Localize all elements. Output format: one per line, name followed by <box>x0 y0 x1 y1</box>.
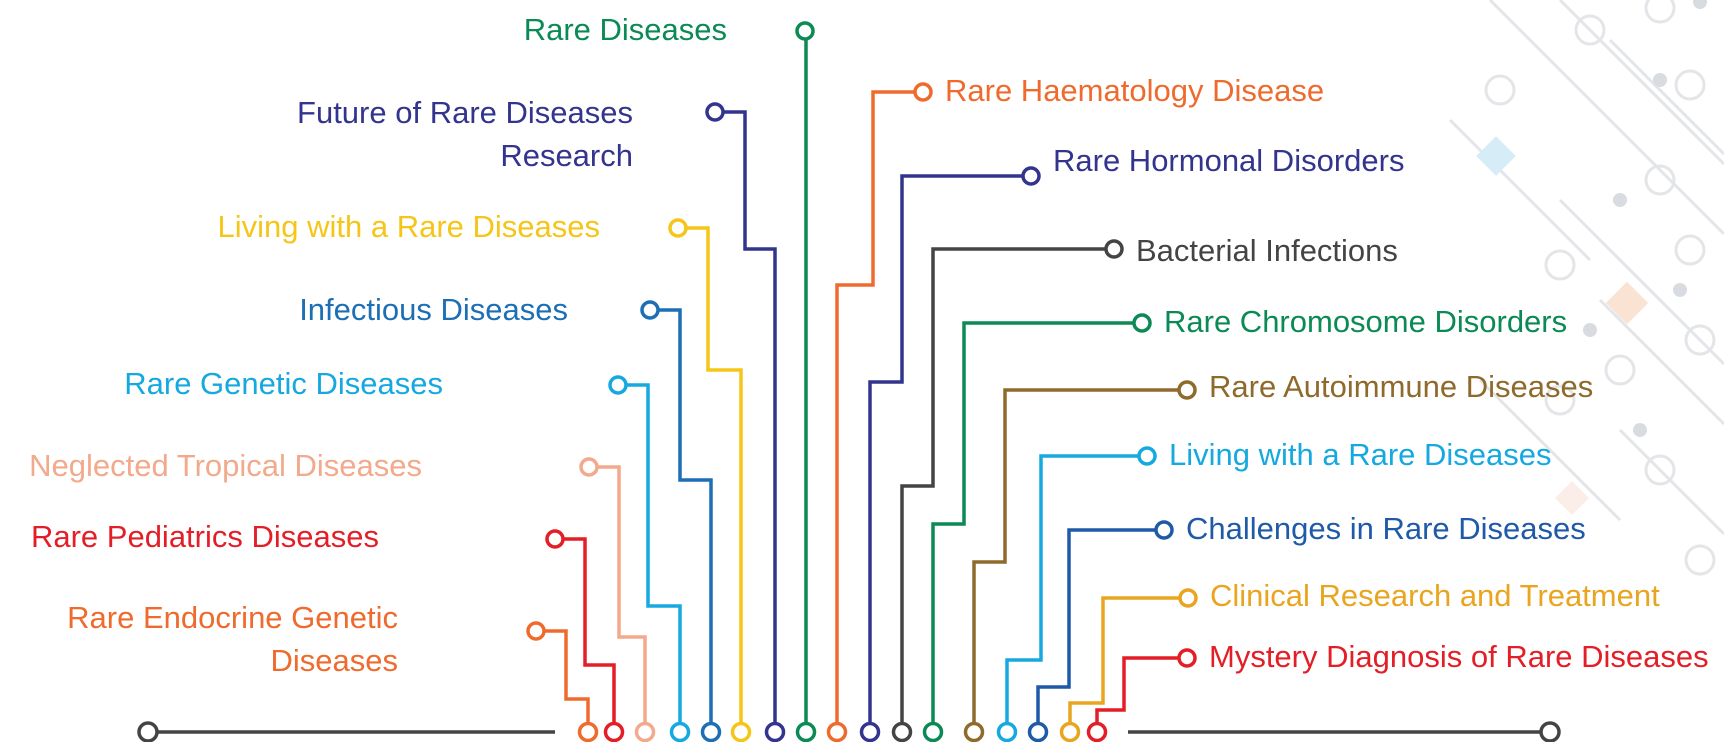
topic-label-right-0: Rare Haematology Disease <box>945 69 1324 112</box>
connector-end-node-left-1 <box>707 104 723 120</box>
topic-label-right-3: Rare Chromosome Disorders <box>1164 300 1567 343</box>
connector-base-node-right-6 <box>1030 724 1047 741</box>
topic-label-left-6: Rare Pediatrics Diseases <box>31 515 379 558</box>
connector-base-node-right-7 <box>1062 724 1079 741</box>
topic-label-line: Rare Hormonal Disorders <box>1053 139 1404 182</box>
connector-right-4 <box>974 390 1179 722</box>
topic-label-right-2: Bacterial Infections <box>1136 229 1398 272</box>
connector-left-5 <box>597 467 645 722</box>
topic-label-line: Clinical Research and Treatment <box>1210 574 1660 617</box>
topic-label-left-4: Rare Genetic Diseases <box>124 362 443 405</box>
connector-end-node-right-1 <box>1023 168 1039 184</box>
connector-base-node-left-0 <box>798 724 815 741</box>
topic-label-right-4: Rare Autoimmune Diseases <box>1209 365 1593 408</box>
topic-label-line: Mystery Diagnosis of Rare Diseases <box>1209 635 1709 678</box>
connector-left-0 <box>806 31 813 722</box>
topic-label-right-1: Rare Hormonal Disorders <box>1053 139 1404 182</box>
topic-label-line: Rare Chromosome Disorders <box>1164 300 1567 343</box>
connector-left-3 <box>658 310 711 722</box>
connector-left-7 <box>544 631 588 722</box>
topic-label-right-8: Mystery Diagnosis of Rare Diseases <box>1209 635 1709 678</box>
topic-label-line: Rare Pediatrics Diseases <box>31 515 379 558</box>
connector-base-node-left-4 <box>672 724 689 741</box>
topic-label-line: Infectious Diseases <box>299 288 568 331</box>
topic-label-line: Future of Rare Diseases <box>297 91 633 134</box>
connector-base-node-right-8 <box>1089 724 1106 741</box>
connector-left-4 <box>626 385 680 722</box>
connector-end-node-left-6 <box>547 531 563 547</box>
connector-end-node-right-8 <box>1179 650 1195 666</box>
topic-label-line: Neglected Tropical Diseases <box>29 444 422 487</box>
topic-label-line: Living with a Rare Diseases <box>217 205 600 248</box>
connector-left-2 <box>686 228 741 722</box>
connector-end-node-left-3 <box>642 302 658 318</box>
topic-label-line: Bacterial Infections <box>1136 229 1398 272</box>
connector-end-node-left-0 <box>797 23 813 39</box>
connector-base-node-left-2 <box>733 724 750 741</box>
baseline-left-end-node <box>139 723 157 741</box>
connector-base-node-right-2 <box>894 724 911 741</box>
connector-end-node-left-4 <box>610 377 626 393</box>
connector-base-node-right-5 <box>999 724 1016 741</box>
topic-label-right-6: Challenges in Rare Diseases <box>1186 507 1586 550</box>
connector-right-8 <box>1097 658 1179 722</box>
connector-end-node-right-6 <box>1156 522 1172 538</box>
connector-base-node-right-1 <box>862 724 879 741</box>
connector-end-node-left-7 <box>528 623 544 639</box>
connector-base-node-left-6 <box>606 724 623 741</box>
connector-end-node-right-5 <box>1139 448 1155 464</box>
topic-label-line: Rare Haematology Disease <box>945 69 1324 112</box>
connector-base-node-right-0 <box>829 724 846 741</box>
connector-end-node-right-2 <box>1106 241 1122 257</box>
topic-label-line: Rare Genetic Diseases <box>124 362 443 405</box>
topic-label-line: Diseases <box>67 639 398 682</box>
topic-label-line: Living with a Rare Diseases <box>1169 433 1552 476</box>
connector-base-node-right-4 <box>966 724 983 741</box>
topic-label-left-0: Rare Diseases <box>524 8 727 51</box>
topic-label-line: Rare Autoimmune Diseases <box>1209 365 1593 408</box>
circuit-background-decoration <box>1450 0 1724 574</box>
connector-right-6 <box>1038 530 1156 722</box>
connector-base-node-left-1 <box>767 724 784 741</box>
connector-end-node-right-0 <box>915 84 931 100</box>
topic-label-left-5: Neglected Tropical Diseases <box>29 444 422 487</box>
connector-base-node-left-5 <box>637 724 654 741</box>
connector-end-node-right-7 <box>1180 590 1196 606</box>
topic-label-line: Rare Diseases <box>524 8 727 51</box>
connector-end-node-right-3 <box>1134 315 1150 331</box>
topic-label-right-5: Living with a Rare Diseases <box>1169 433 1552 476</box>
connector-end-node-left-2 <box>670 220 686 236</box>
connector-base-node-left-7 <box>580 724 597 741</box>
topic-label-line: Challenges in Rare Diseases <box>1186 507 1586 550</box>
connector-left-1 <box>723 112 775 722</box>
baseline-right-end-node <box>1541 723 1559 741</box>
topic-label-line: Research <box>297 134 633 177</box>
connector-base-node-right-3 <box>925 724 942 741</box>
topic-label-left-3: Infectious Diseases <box>299 288 568 331</box>
connector-left-6 <box>563 539 614 722</box>
topic-label-left-2: Living with a Rare Diseases <box>217 205 600 248</box>
connector-base-node-left-3 <box>703 724 720 741</box>
connector-right-1 <box>870 176 1023 722</box>
connector-end-node-right-4 <box>1179 382 1195 398</box>
topic-label-line: Rare Endocrine Genetic <box>67 596 398 639</box>
connector-right-5 <box>1007 456 1139 722</box>
connector-end-node-left-5 <box>581 459 597 475</box>
topic-label-right-7: Clinical Research and Treatment <box>1210 574 1660 617</box>
